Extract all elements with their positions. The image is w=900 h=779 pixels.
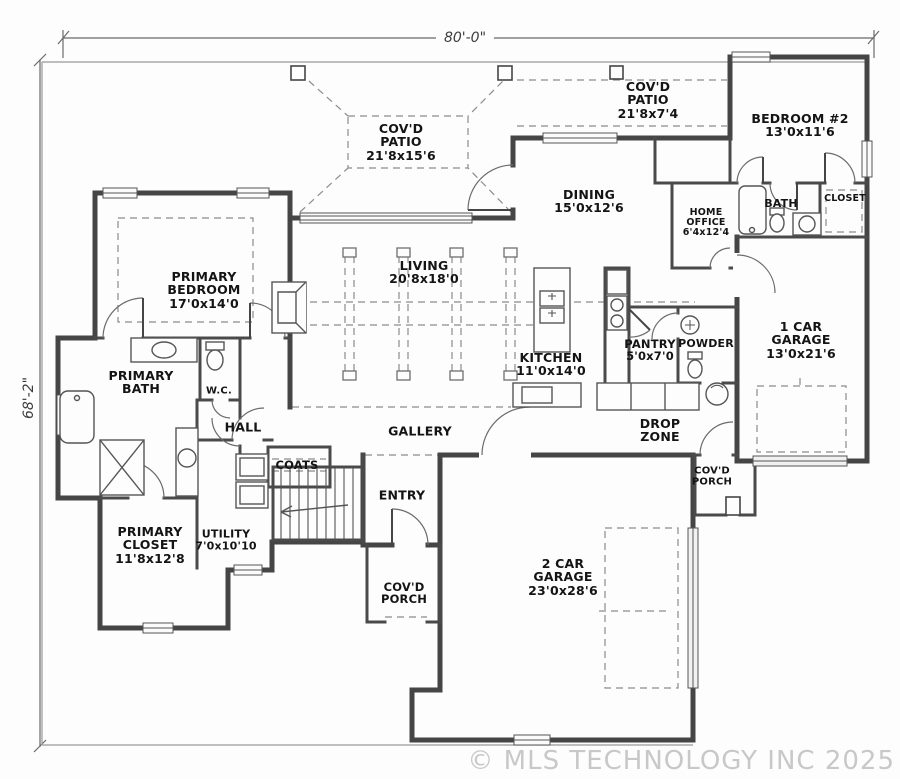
kitchen-cabinet-icon: [512, 382, 582, 408]
window: [299, 212, 473, 224]
window: [542, 132, 618, 144]
patio-posts: [290, 65, 741, 516]
toilet-icon: [769, 207, 785, 233]
roof-overhang-outline: [41, 61, 867, 746]
doors: [102, 152, 856, 546]
window: [861, 140, 873, 178]
beam-caps: [342, 247, 518, 381]
windows: [56, 51, 873, 746]
staircase: [280, 468, 354, 539]
dimension-label-top: 80'-0": [435, 30, 495, 46]
window: [233, 564, 263, 576]
sink-icon: [680, 315, 700, 335]
dimension-lines: [33, 30, 880, 753]
garage-door-opening: [752, 455, 848, 467]
ceiling-dashed-lines: [117, 72, 863, 689]
kitchen-island-icon: [533, 267, 571, 353]
sink-icon: [792, 212, 822, 236]
window: [513, 734, 551, 746]
exterior-walls: [55, 54, 870, 743]
fixtures: [59, 185, 822, 509]
window: [142, 622, 174, 634]
watermark: © MLS TECHNOLOGY INC 2025: [467, 746, 895, 776]
water-heater-icon: [705, 382, 729, 406]
mud-bench-icon: [596, 382, 700, 411]
garage-door-opening: [687, 527, 699, 689]
washer-dryer-icon: [235, 453, 269, 509]
toilet-icon: [205, 341, 225, 371]
window: [731, 51, 771, 63]
fireplace-icon: [271, 281, 307, 334]
dimension-label-left: 68'-2": [21, 368, 37, 428]
shower-icon: [99, 439, 145, 496]
tub-icon: [738, 185, 767, 235]
vanity-icon: [130, 337, 198, 363]
window: [236, 187, 270, 199]
tub-icon: [59, 390, 95, 444]
toilet-icon: [687, 351, 703, 379]
oven-fridge-icon: [606, 269, 628, 331]
vanity-icon: [175, 427, 199, 497]
window: [102, 187, 138, 199]
